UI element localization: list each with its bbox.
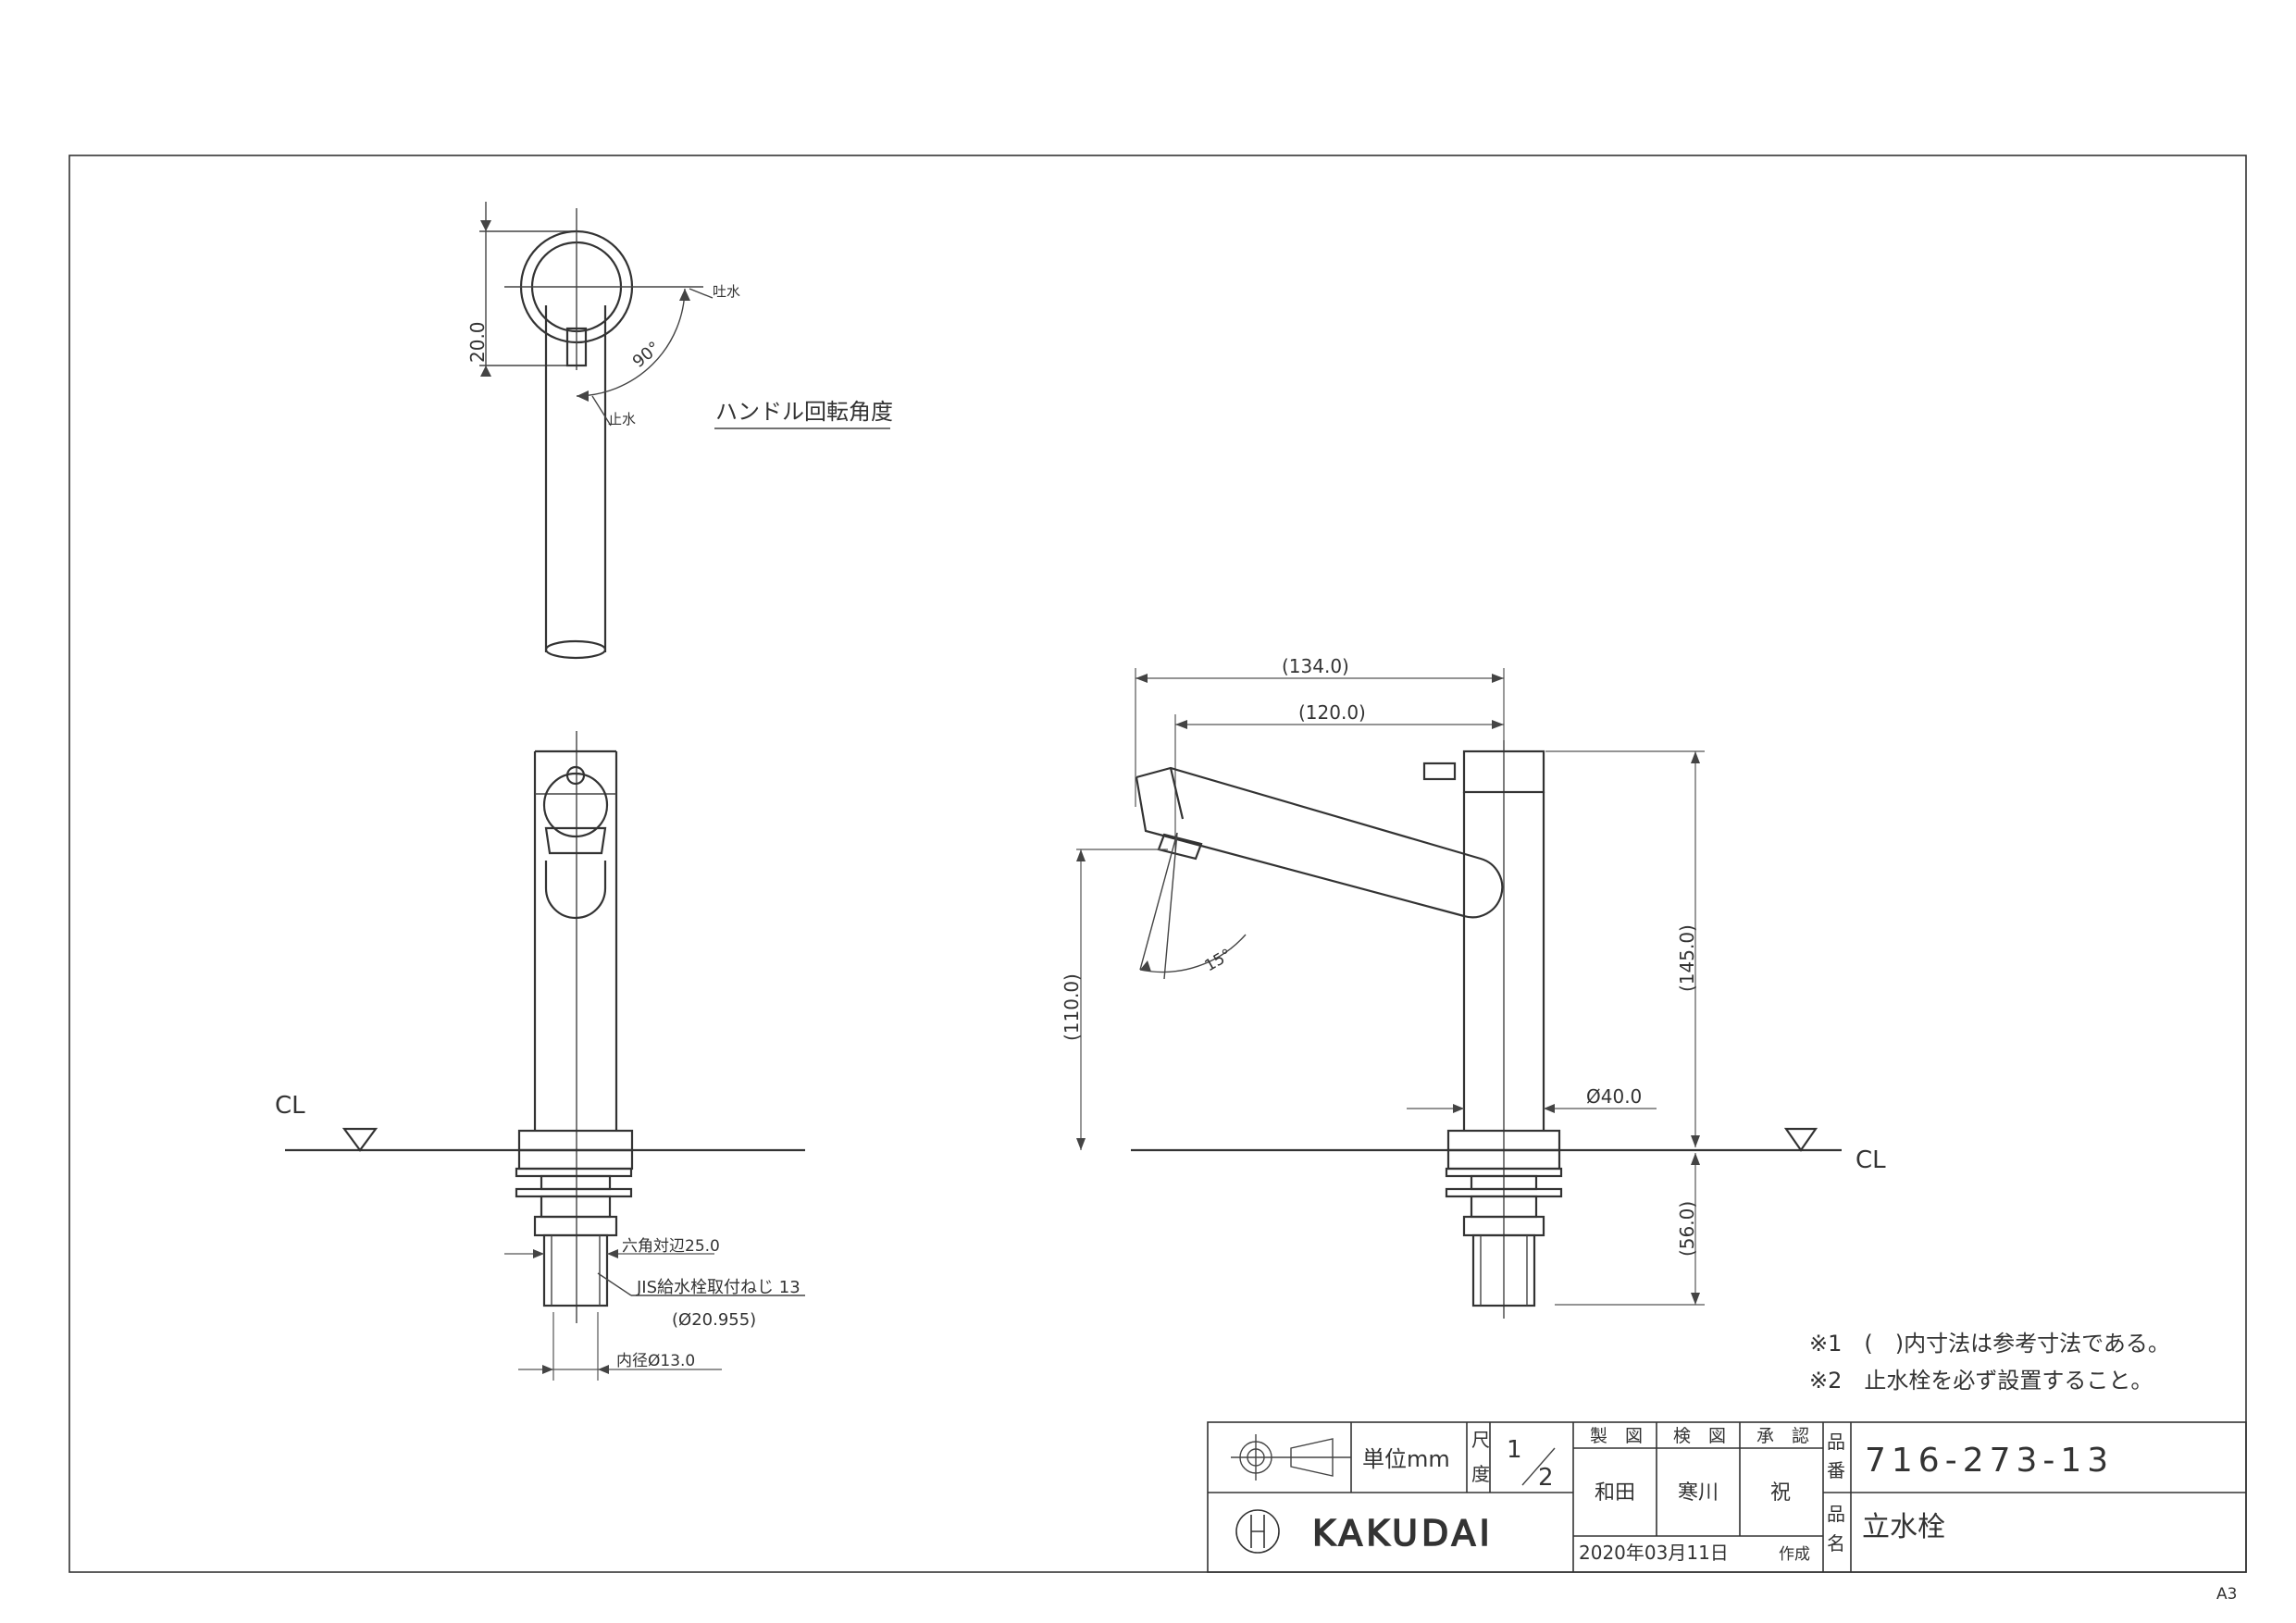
note-2: ※2 止水栓を必ず設置すること。 bbox=[1809, 1368, 2153, 1394]
part-name-label-2: 名 bbox=[1827, 1532, 1845, 1555]
dia-40-label: Ø40.0 bbox=[1586, 1085, 1642, 1108]
kakudai-logo-icon bbox=[1235, 1509, 1280, 1554]
top-view: 20.0 90° 吐水 止水 ハンドル回転角度 bbox=[466, 202, 893, 660]
sheet-border bbox=[68, 155, 2247, 1573]
sheet-size: A3 bbox=[2216, 1585, 2237, 1604]
angle-90-label: 90° bbox=[629, 338, 664, 372]
side-view: (134.0) (120.0) 15° (110.0) (145.0) (56.… bbox=[1061, 655, 1886, 1319]
checked-by: 寒川 bbox=[1678, 1481, 1719, 1505]
dim-120-label: (120.0) bbox=[1298, 701, 1366, 724]
scale-numerator: 1 bbox=[1507, 1436, 1522, 1464]
spout-label: 吐水 bbox=[713, 283, 740, 300]
front-view: CL 六角対辺25.0 JIS給水栓取付ねじ 13 (Ø20.955) 内径Ø1… bbox=[275, 731, 805, 1381]
date: 2020年03月11日 bbox=[1579, 1542, 1729, 1564]
thread-dia-label: (Ø20.955) bbox=[672, 1310, 756, 1330]
part-name-label-1: 品 bbox=[1827, 1503, 1845, 1525]
angle-15-label: 15° bbox=[1202, 946, 1235, 975]
stop-label: 止水 bbox=[608, 411, 636, 427]
scale-label-2: 度 bbox=[1471, 1463, 1490, 1485]
dim-20-label: 20.0 bbox=[466, 321, 489, 363]
brand-name: KAKUDAI bbox=[1312, 1513, 1494, 1554]
scale-denominator: 2 bbox=[1538, 1464, 1554, 1492]
dim-56-label: (56.0) bbox=[1676, 1201, 1698, 1257]
approved-by: 祝 bbox=[1770, 1481, 1791, 1505]
side-cl-label: CL bbox=[1855, 1146, 1886, 1174]
projection-symbol-icon bbox=[1231, 1434, 1351, 1481]
scale-label-1: 尺 bbox=[1471, 1429, 1490, 1451]
created: 作成 bbox=[1779, 1545, 1810, 1564]
part-number: 716-273-13 bbox=[1865, 1442, 2114, 1480]
unit-label: 単位mm bbox=[1362, 1446, 1450, 1472]
col-approved: 承 認 bbox=[1756, 1426, 1809, 1446]
col-checked: 検 図 bbox=[1673, 1426, 1726, 1446]
thread-label: JIS給水栓取付ねじ 13 bbox=[636, 1278, 800, 1297]
hex-label: 六角対辺25.0 bbox=[622, 1237, 720, 1256]
part-no-label-2: 番 bbox=[1827, 1459, 1845, 1481]
handle-rotation-label: ハンドル回転角度 bbox=[715, 399, 893, 425]
part-no-label-1: 品 bbox=[1827, 1431, 1845, 1453]
inner-dia-label: 内径Ø13.0 bbox=[616, 1352, 695, 1370]
drawn-by: 和田 bbox=[1595, 1481, 1635, 1505]
col-drawn: 製 図 bbox=[1590, 1426, 1643, 1446]
title-block: 単位mm 尺 度 1 2 製 図 検 図 承 認 和田 寒川 祝 2020年03… bbox=[1207, 1421, 2247, 1573]
part-name: 立水栓 bbox=[1862, 1511, 1945, 1543]
dim-134-label: (134.0) bbox=[1282, 655, 1349, 677]
note-1: ※1 ( )内寸法は参考寸法である。 bbox=[1809, 1331, 2170, 1357]
dim-145-label: (145.0) bbox=[1676, 924, 1698, 992]
dim-110-label: (110.0) bbox=[1061, 973, 1083, 1041]
front-cl-label: CL bbox=[275, 1092, 305, 1120]
